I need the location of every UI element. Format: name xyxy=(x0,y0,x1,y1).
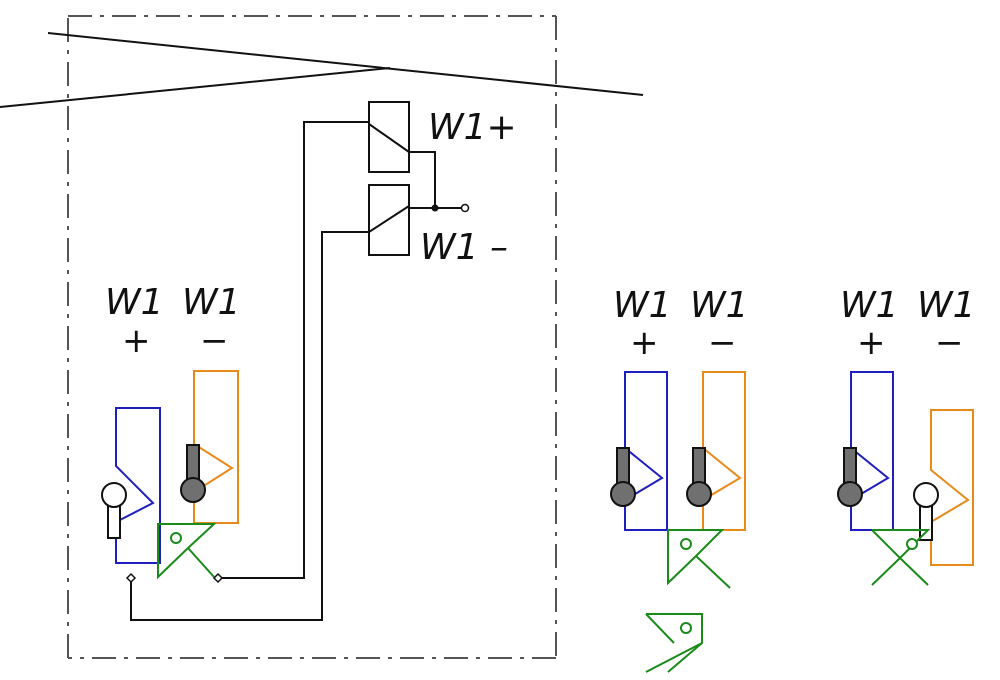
group-3-minus-leg xyxy=(930,409,974,566)
relay-common-bus xyxy=(409,151,465,209)
group-1-plus-leg xyxy=(115,407,161,564)
group-2-left-label: W1 xyxy=(613,285,672,326)
wedge-lines xyxy=(0,32,644,108)
connection-wires xyxy=(130,121,369,621)
enclosure-frame xyxy=(67,15,557,659)
group-3-left-label: W1 xyxy=(840,285,899,326)
relay-w1-minus xyxy=(368,184,410,256)
group-3-plus-sign: + xyxy=(857,323,886,363)
group-3-right-label: W1 xyxy=(917,285,976,326)
group-2-plus-leg xyxy=(624,371,668,531)
group-2-junction-triangle xyxy=(667,529,731,589)
group-3-filled-contact xyxy=(837,447,863,507)
group-2-minus-sign: − xyxy=(708,323,737,363)
terminal-dot xyxy=(460,203,470,213)
group-2-filled-contact-minus xyxy=(686,447,712,507)
group-2-minus-leg xyxy=(702,371,746,531)
group-1-filled-contact xyxy=(180,444,206,503)
group-1-left-label: W1 xyxy=(105,282,164,323)
group-3-plus-leg xyxy=(850,371,894,531)
relay-bottom-label: W1 – xyxy=(420,227,508,268)
group-1-right-label: W1 xyxy=(182,282,241,323)
group-1-plus-sign: + xyxy=(122,321,151,361)
connector-group-3: W1 W1 + − xyxy=(837,285,976,586)
group-1-minus-sign: − xyxy=(200,321,229,361)
relay-w1-plus xyxy=(368,101,410,173)
relay-top-label: W1+ xyxy=(428,107,517,148)
group-1-minus-leg xyxy=(193,370,239,524)
group-1-open-contact xyxy=(101,482,127,539)
wire-end-marker xyxy=(125,572,137,584)
spare-junction-triangle xyxy=(645,613,703,673)
group-3-minus-sign: − xyxy=(935,323,964,363)
group-1-junction-triangle xyxy=(157,523,217,580)
group-3-junction-triangle xyxy=(871,529,931,586)
group-2-right-label: W1 xyxy=(690,285,749,326)
group-2-filled-contact-plus xyxy=(610,447,636,507)
connector-group-2: W1 W1 + − xyxy=(610,285,749,589)
junction-dot xyxy=(431,204,439,212)
group-2-plus-sign: + xyxy=(630,323,659,363)
connector-group-1: W1 W1 + − xyxy=(101,282,241,580)
wire-end-marker xyxy=(212,572,224,584)
